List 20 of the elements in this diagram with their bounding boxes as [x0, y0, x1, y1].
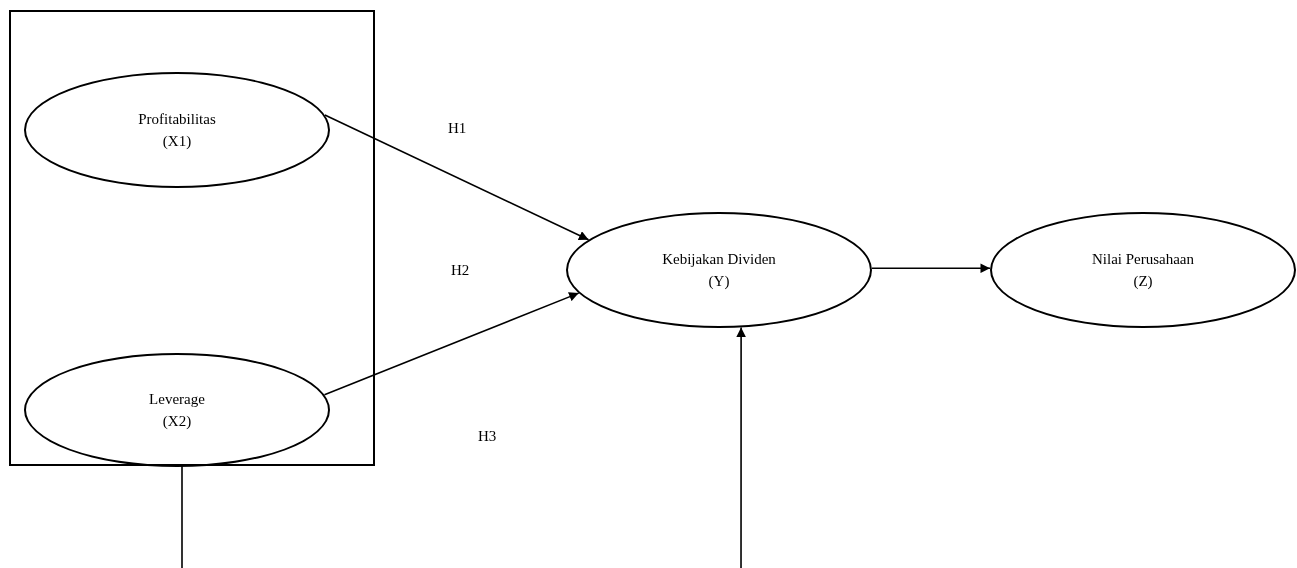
hypothesis-label: H1: [448, 120, 467, 137]
arrow: [323, 292, 580, 396]
construct-ellipse: [566, 212, 872, 328]
hypothesis-label: H2: [451, 262, 470, 279]
construct-ellipse: [990, 212, 1296, 328]
arrow: [871, 263, 991, 274]
construct-code: (X2): [162, 412, 192, 431]
construct-code: (Y): [708, 272, 730, 291]
construct-code: (Z): [1133, 272, 1153, 291]
group-box: [9, 10, 375, 466]
construct-ellipse: [24, 353, 330, 467]
construct-name: Profitabilitas: [138, 110, 216, 129]
construct-code: (X1): [162, 132, 192, 151]
construct-name: Leverage: [149, 390, 205, 409]
arrow: [181, 326, 746, 568]
hypothesis-label: H3: [478, 428, 497, 445]
construct-ellipse: [24, 72, 330, 188]
construct-name: Kebijakan Dividen: [662, 250, 776, 269]
arrow: [324, 114, 590, 241]
construct-name: Nilai Perusahaan: [1091, 250, 1195, 269]
